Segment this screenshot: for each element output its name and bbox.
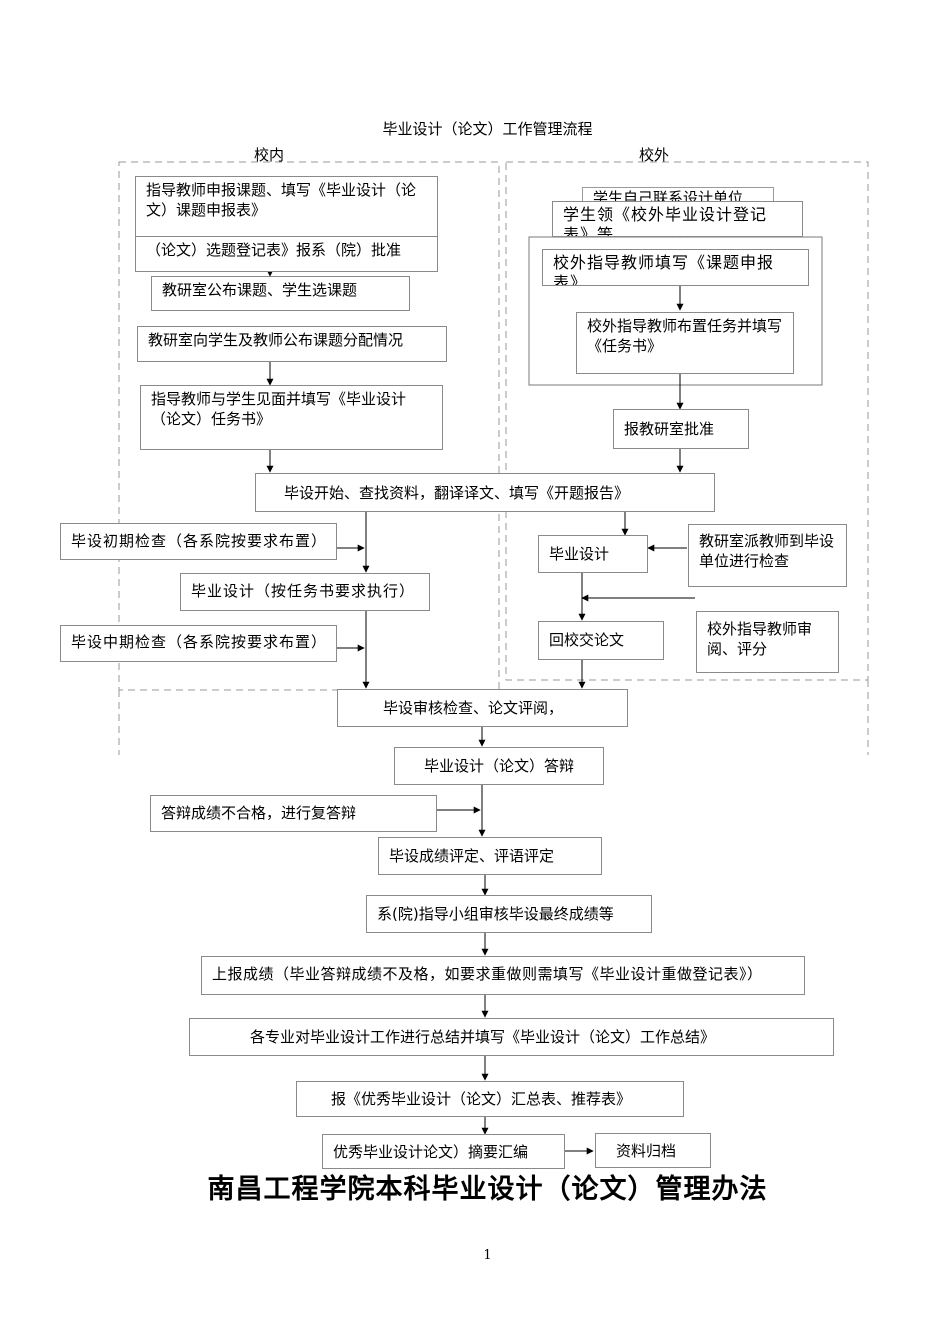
- node-external-registration: 学生领《校外毕业设计登记表》等: [552, 201, 803, 237]
- node-midterm-check: 毕设中期检查（各系院按要求布置）: [60, 625, 337, 662]
- node-archive: 资料归档: [595, 1133, 711, 1168]
- node-announce-assignment: 教研室向学生及教师公布课题分配情况: [137, 326, 447, 362]
- node-external-topic-form: 校外指导教师填写《课题申报表》: [542, 249, 809, 286]
- node-abstract-compilation: 优秀毕业设计论文）摘要汇编: [322, 1134, 565, 1169]
- node-summary: 各专业对毕业设计工作进行总结并填写《毕业设计（论文）工作总结》: [189, 1018, 834, 1056]
- node-publish-topics: 教研室公布课题、学生选课题: [151, 276, 410, 311]
- node-report-grades: 上报成绩（毕业答辩成绩不及格，如要求重做则需填写《毕业设计重做登记表》）: [201, 956, 805, 995]
- node-task-book: 指导教师与学生见面并填写《毕业设计（论文）任务书》: [140, 385, 443, 450]
- internal-header: 校内: [254, 146, 285, 164]
- node-external-review: 校外指导教师审阅、评分: [696, 611, 839, 673]
- node-onsite-inspection: 教研室派教师到毕设单位进行检查: [688, 524, 847, 587]
- node-start-design: 毕设开始、查找资料，翻译译文、填写《开题报告》: [255, 473, 715, 512]
- external-header: 校外: [639, 146, 670, 164]
- node-initial-check: 毕设初期检查（各系院按要求布置）: [60, 523, 337, 560]
- node-return-thesis: 回校交论文: [538, 621, 664, 660]
- node-report-approval: 报教研室批准: [613, 409, 749, 449]
- node-teacher-submit-topic: 指导教师申报课题、填写《毕业设计（论文）课题申报表》: [135, 176, 438, 238]
- node-design-execution: 毕业设计（按任务书要求执行）: [180, 573, 430, 611]
- node-student-contact-unit: 学生自己联系设计单位: [582, 187, 774, 205]
- page-number: 1: [483, 1248, 492, 1263]
- node-redefense: 答辩成绩不合格，进行复答辩: [150, 795, 437, 832]
- node-design-external: 毕业设计: [538, 535, 648, 573]
- node-group-review: 系(院)指导小组审核毕设最终成绩等: [366, 895, 652, 933]
- diagram-title: 毕业设计（论文）工作管理流程: [382, 120, 593, 138]
- node-external-task: 校外指导教师布置任务并填写《任务书》: [576, 312, 794, 374]
- node-grade-evaluation: 毕设成绩评定、评语评定: [378, 837, 602, 875]
- node-excellent-report: 报《优秀毕业设计（论文）汇总表、推荐表》: [296, 1081, 684, 1117]
- document-title: 南昌工程学院本科毕业设计（论文）管理办法: [207, 1174, 768, 1205]
- node-defense: 毕业设计（论文）答辩: [394, 747, 604, 785]
- node-topic-registration-approval: （论文）选题登记表》报系（院）批准: [135, 236, 438, 272]
- node-review-check: 毕设审核检查、论文评阅，: [337, 689, 628, 727]
